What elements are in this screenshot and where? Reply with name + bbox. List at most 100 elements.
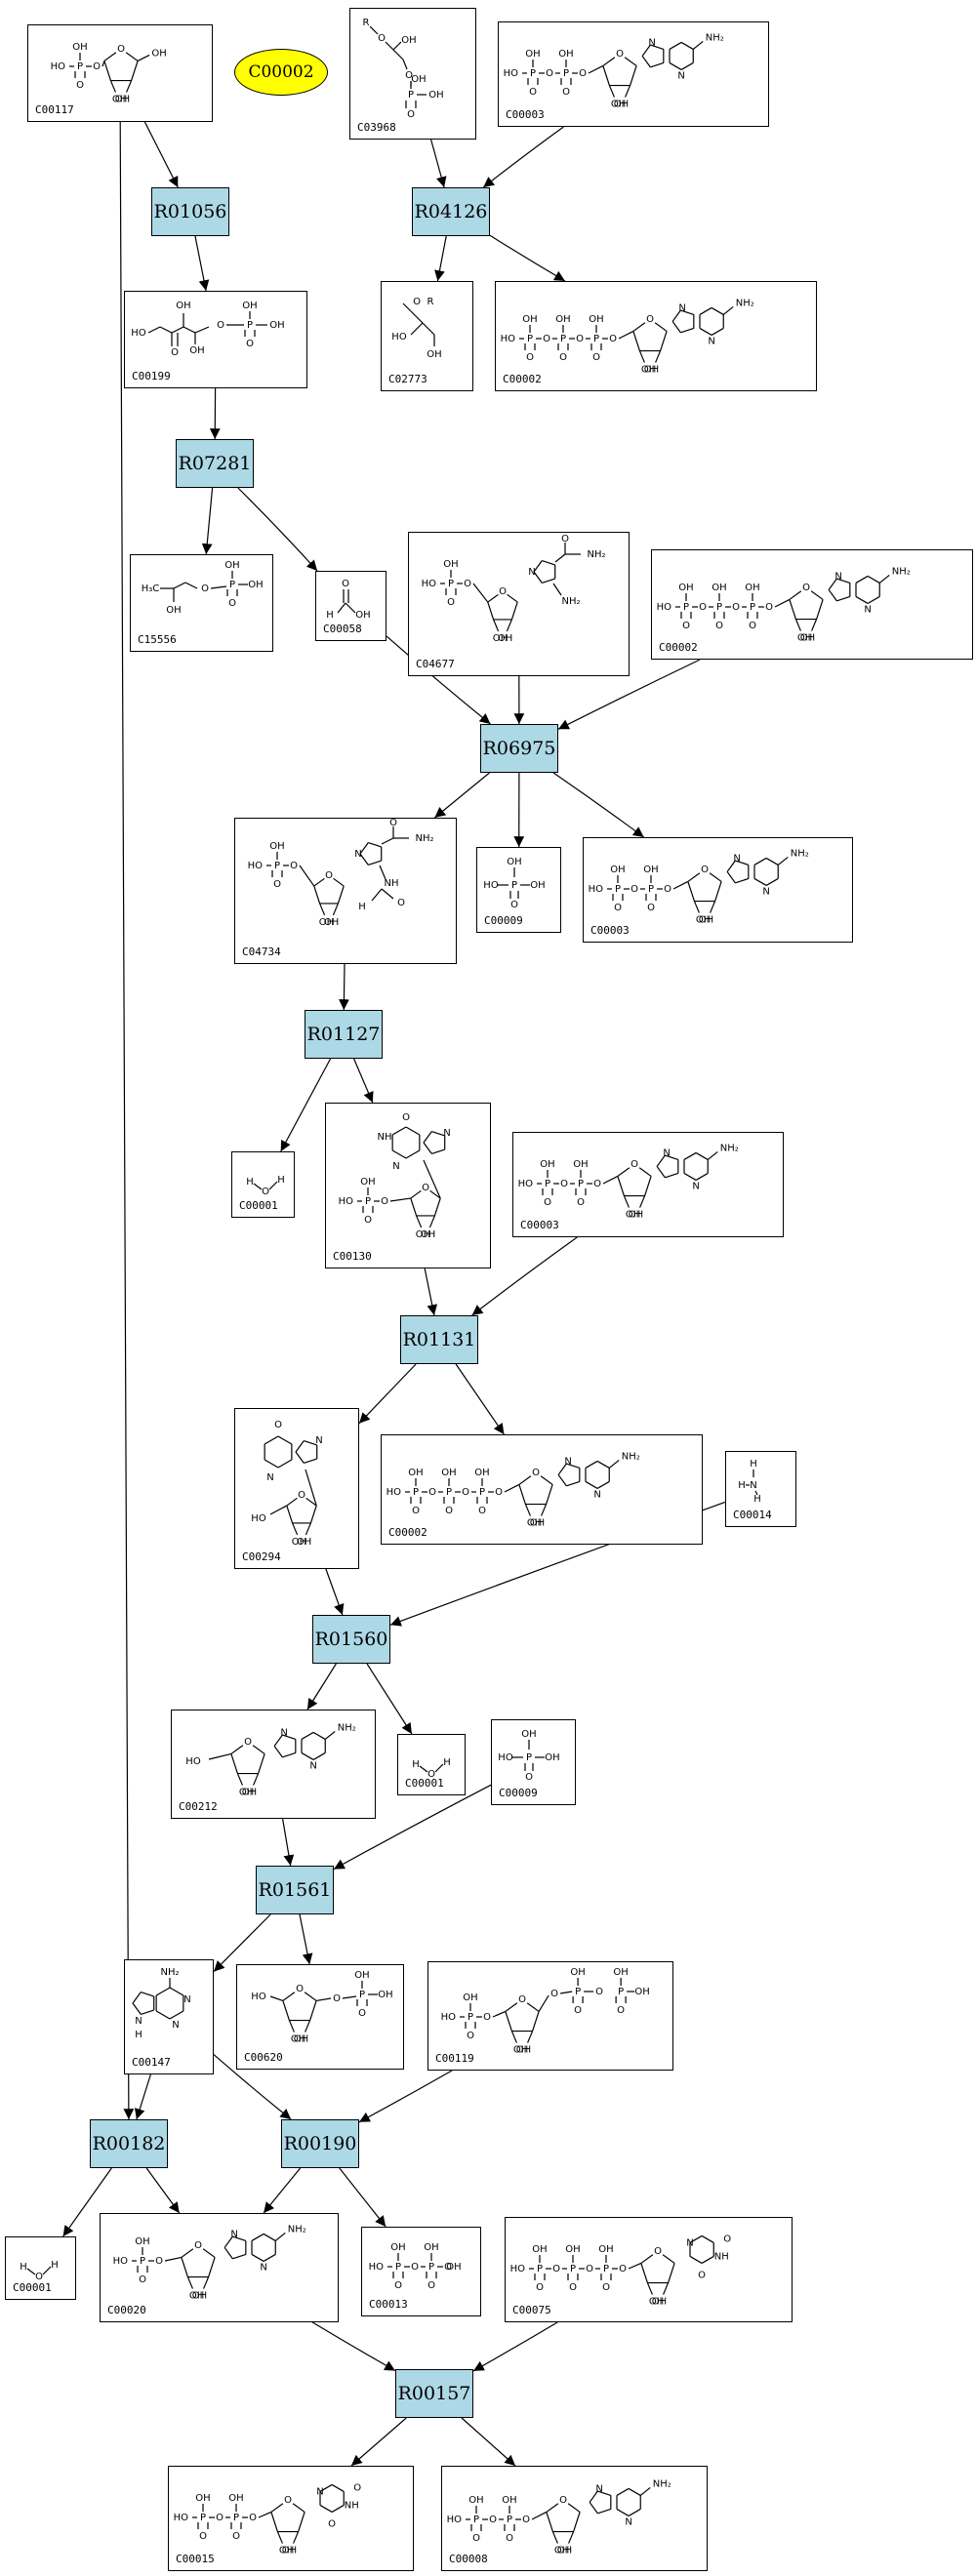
atom-label: OH <box>610 865 625 875</box>
highlighted-compound-c00002[interactable]: C00002 <box>234 49 328 96</box>
reaction-r06975[interactable]: R06975 <box>480 724 558 773</box>
atom-label: H <box>135 2030 142 2040</box>
atom-label: OH <box>649 2297 664 2308</box>
atom-label: P <box>200 2513 206 2523</box>
reaction-r01561[interactable]: R01561 <box>256 1866 334 1914</box>
atom-label: OH <box>291 2034 305 2045</box>
atom-label: O <box>546 68 553 79</box>
atom-label: O <box>472 2533 480 2544</box>
edge-c00020-to-r00157 <box>311 2321 396 2372</box>
atom-label: HO <box>131 328 146 339</box>
atom-label: P <box>615 884 621 895</box>
atom-label: O <box>444 2262 452 2273</box>
reaction-label: R01056 <box>153 201 227 222</box>
atom-label: O <box>139 2274 146 2285</box>
atom-label: P <box>507 2515 512 2525</box>
atom-label: P <box>716 602 722 613</box>
atom-label: O <box>232 2531 240 2542</box>
atom-label: O <box>402 1112 410 1123</box>
atom-label: H₃C <box>142 584 160 594</box>
atom-label: O <box>249 2513 257 2523</box>
atom-label: N <box>354 849 361 860</box>
reaction-r01056[interactable]: R01056 <box>151 187 229 236</box>
atom-label: OH <box>527 1518 542 1529</box>
atom-label: NH <box>345 2500 359 2511</box>
atom-label: N <box>260 2262 266 2273</box>
atom-label: OH <box>354 1970 369 1981</box>
atom-label: O <box>569 2282 577 2293</box>
atom-label: OH <box>611 100 626 110</box>
reaction-r01560[interactable]: R01560 <box>312 1615 390 1664</box>
atom-label: O <box>216 2513 224 2523</box>
atom-label: H <box>738 1480 746 1491</box>
atom-label: OH <box>558 49 573 60</box>
edge-r07281-to-c15556 <box>201 487 214 555</box>
atom-label: HO <box>391 332 407 342</box>
atom-label: O <box>732 602 740 613</box>
reaction-r01131[interactable]: R01131 <box>400 1315 478 1364</box>
atom-label: P <box>570 2264 576 2274</box>
reaction-r00190[interactable]: R00190 <box>281 2119 359 2168</box>
atom-label: H <box>326 610 334 621</box>
atom-label: O <box>405 70 413 81</box>
compound-id-label: C00620 <box>244 2051 283 2064</box>
atom-label: P <box>545 1179 550 1189</box>
compound-id-label: C00020 <box>107 2304 146 2316</box>
reaction-r00182[interactable]: R00182 <box>90 2119 168 2168</box>
atom-label: OH <box>530 1518 545 1529</box>
atom-label: H <box>750 1459 757 1469</box>
atom-label: O <box>262 1187 269 1197</box>
reaction-label: R04126 <box>414 201 488 222</box>
compound-id-label: C03968 <box>357 121 396 134</box>
edge-c00003a-to-r04126 <box>482 126 564 188</box>
reaction-r00157[interactable]: R00157 <box>395 2369 473 2418</box>
atom-label: HO <box>422 579 437 589</box>
reaction-r01127[interactable]: R01127 <box>305 1010 383 1059</box>
atom-label: OH <box>507 857 521 867</box>
atom-label: O <box>802 583 810 593</box>
atom-label: P <box>247 320 253 331</box>
atom-label: OH <box>614 100 629 110</box>
reaction-r04126[interactable]: R04126 <box>412 187 490 236</box>
edge-c00294-to-r01560 <box>325 1568 345 1616</box>
atom-label: OH <box>228 2493 243 2504</box>
atom-label: OH <box>279 2546 294 2556</box>
atom-label: N <box>266 1472 273 1483</box>
reaction-r07281[interactable]: R07281 <box>176 439 254 488</box>
